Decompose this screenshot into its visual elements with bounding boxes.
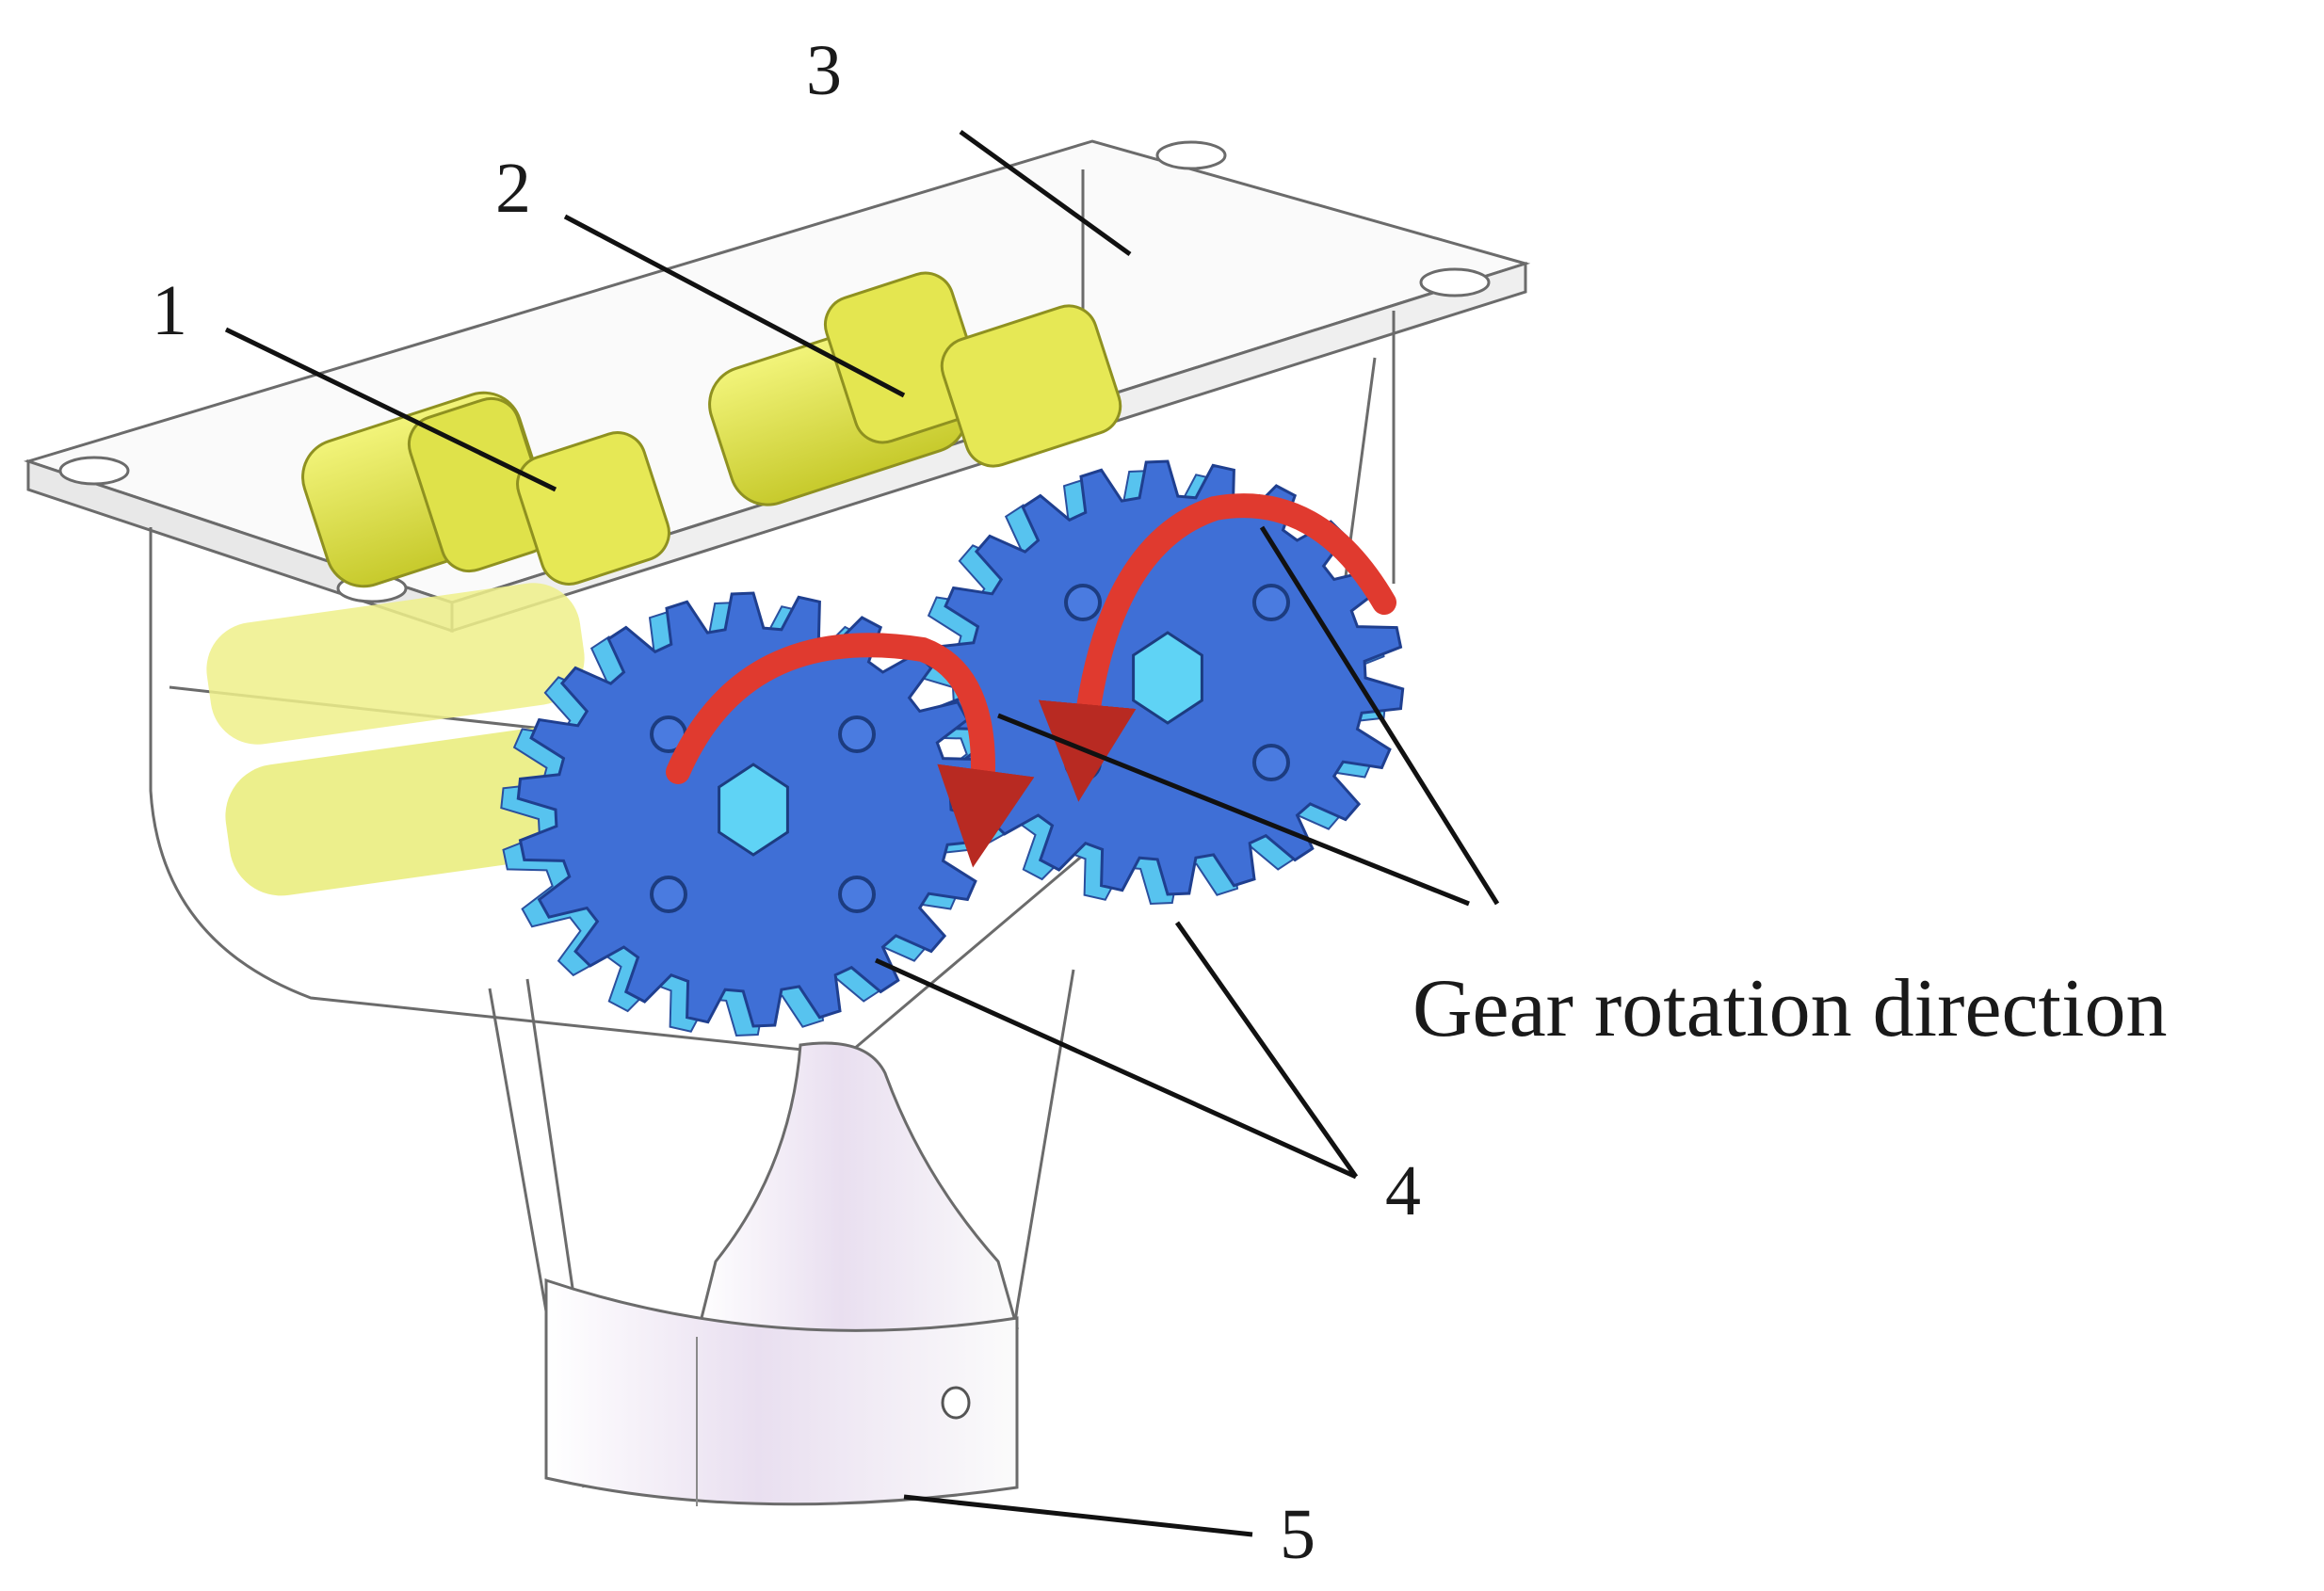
label-4: 4: [1385, 1151, 1421, 1230]
label-1: 1: [152, 271, 187, 350]
label-2: 2: [495, 149, 531, 228]
label-3: 3: [806, 31, 842, 110]
label-5: 5: [1280, 1495, 1315, 1574]
gear-rotation-direction-label: Gear rotation direction: [1412, 963, 2167, 1054]
rotation-arrow-icon: [666, 493, 1396, 868]
outlet-nozzle: [488, 969, 1075, 1506]
fluted-roller-icon: [206, 271, 1122, 896]
left-gear-icon: [500, 591, 991, 1037]
leader-lines: [224, 129, 1500, 1537]
